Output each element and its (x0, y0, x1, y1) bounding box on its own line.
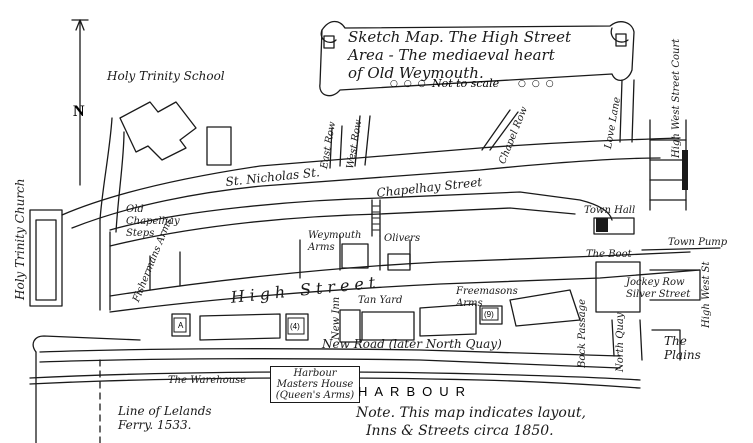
streets (29, 79, 721, 443)
label-town-pump: Town Pump (668, 237, 728, 248)
label-new-road: New Road (later North Quay) (322, 337, 502, 351)
label-north-quay: North Quay (615, 312, 626, 372)
north-indicator: N (73, 103, 85, 120)
label-tan-yard: Tan Yard (358, 295, 403, 306)
label-the-boot: The Boot (586, 249, 632, 260)
label-bock-passage: Bock Passage (577, 299, 588, 368)
label-old-chapelhay-steps: Old Chapelhay Steps (126, 204, 180, 239)
label-line-of-lelands-ferry: Line of Lelands Ferry. 1533. (118, 404, 212, 432)
note-line-1: Note. This map indicates layout, (356, 405, 586, 421)
label-high-west-street-court: High West Street Court (671, 38, 682, 158)
marker-a: A (178, 321, 184, 330)
label-new-inn: New Inn (331, 296, 342, 340)
scale-dots-left: ○○○ (390, 79, 432, 89)
label-silver-street: Silver Street (626, 289, 691, 300)
label-the-warehouse: The Warehouse (168, 375, 247, 386)
title-line-3: of Old Weymouth. (348, 64, 484, 82)
label-town-hall: Town Hall (584, 205, 636, 216)
marker-four: (4) (290, 322, 300, 331)
label-high-west-st: High West St (701, 261, 712, 328)
label-the-plains: The Plains (664, 334, 701, 362)
court-marker (682, 150, 688, 190)
label-olivers: Olivers (384, 233, 421, 244)
label-harbour-masters-house: Harbour Masters House (Queen's Arms) (270, 366, 360, 403)
title-scroll (319, 20, 635, 97)
scale-note: Not to scale (432, 77, 500, 90)
label-jockey-row: Jockey Row (626, 277, 685, 288)
note-line-2: Inns & Streets circa 1850. (366, 423, 554, 439)
marker-nine: (9) (484, 310, 494, 319)
town-hall-marker (596, 218, 608, 232)
map-title: Sketch Map. The High Street Area - The m… (348, 28, 608, 82)
label-freemasons-arms: Freemasons Arms (456, 286, 518, 309)
label-weymouth-arms: Weymouth Arms (308, 230, 362, 253)
label-holy-trinity-church: Holy Trinity Church (13, 178, 27, 300)
title-line-1: Sketch Map. The High Street (348, 28, 572, 46)
title-line-2: Area - The mediaeval heart (348, 46, 555, 64)
school-buildings (119, 101, 232, 166)
north-arrow (71, 19, 89, 186)
label-holy-trinity-school: Holy Trinity School (107, 69, 225, 83)
label-harbour: HARBOUR (358, 384, 473, 399)
scale-dots-right: ○○○ (518, 79, 560, 89)
